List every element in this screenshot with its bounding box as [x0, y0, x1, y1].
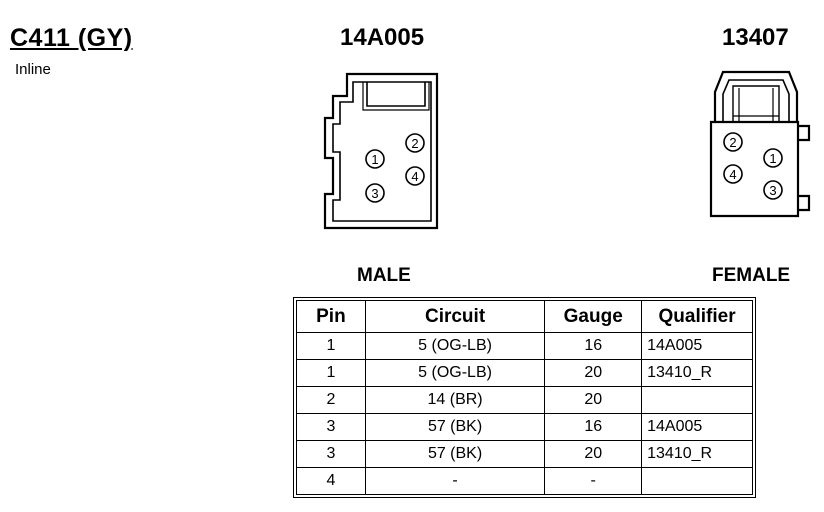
female-pin-2: 2 [723, 132, 743, 152]
svg-text:2: 2 [729, 135, 736, 150]
svg-text:1: 1 [769, 151, 776, 166]
pinout-table: Pin Circuit Gauge Qualifier 1 5 (OG-LB) … [293, 297, 756, 498]
table-row: 3 57 (BK) 16 14A005 [296, 413, 753, 441]
connector-type-label: Inline [15, 61, 51, 78]
svg-text:3: 3 [769, 183, 776, 198]
male-pin-4: 4 [405, 166, 425, 186]
table-row: 1 5 (OG-LB) 16 14A005 [296, 332, 753, 360]
svg-text:1: 1 [371, 152, 378, 167]
male-pin-3: 3 [365, 183, 385, 203]
female-pin-4: 4 [723, 164, 743, 184]
female-connector-diagram: 2 1 4 3 [709, 70, 811, 218]
svg-text:4: 4 [411, 169, 418, 184]
svg-text:3: 3 [371, 186, 378, 201]
svg-text:4: 4 [729, 167, 736, 182]
header-gauge: Gauge [544, 300, 643, 333]
cell-pin: 3 [296, 413, 366, 441]
cell-circuit: 5 (OG-LB) [364, 332, 546, 360]
table-header-row: Pin Circuit Gauge Qualifier [296, 300, 753, 333]
cell-qualifier: 14A005 [641, 413, 753, 441]
cell-pin: 2 [296, 386, 366, 414]
header-qualifier: Qualifier [641, 300, 753, 333]
cell-gauge: 20 [544, 386, 643, 414]
header-circuit: Circuit [364, 300, 546, 333]
header-pin: Pin [296, 300, 366, 333]
female-pin-1: 1 [763, 148, 783, 168]
cell-circuit: 5 (OG-LB) [364, 359, 546, 387]
cell-circuit: - [364, 467, 546, 495]
table-row: 3 57 (BK) 20 13410_R [296, 440, 753, 468]
male-gender-label: MALE [357, 265, 411, 286]
cell-pin: 3 [296, 440, 366, 468]
cell-pin: 1 [296, 332, 366, 360]
male-pin-2: 2 [405, 133, 425, 153]
male-connector-diagram: 1 2 3 4 [323, 72, 439, 230]
svg-text:2: 2 [411, 136, 418, 151]
cell-qualifier: 13410_R [641, 359, 753, 387]
cell-pin: 4 [296, 467, 366, 495]
cell-circuit: 57 (BK) [364, 440, 546, 468]
connector-id-title: C411 (GY) [10, 24, 133, 52]
female-part-number: 13407 [722, 24, 789, 51]
female-gender-label: FEMALE [712, 265, 791, 286]
cell-circuit: 14 (BR) [364, 386, 546, 414]
male-part-number: 14A005 [340, 24, 425, 51]
cell-pin: 1 [296, 359, 366, 387]
cell-qualifier: 14A005 [641, 332, 753, 360]
cell-gauge: 16 [544, 413, 643, 441]
cell-qualifier: 13410_R [641, 440, 753, 468]
cell-qualifier [641, 467, 753, 495]
table-row: 1 5 (OG-LB) 20 13410_R [296, 359, 753, 387]
table-row: 2 14 (BR) 20 [296, 386, 753, 414]
cell-gauge: 20 [544, 440, 643, 468]
cell-circuit: 57 (BK) [364, 413, 546, 441]
male-pin-1: 1 [365, 149, 385, 169]
cell-gauge: - [544, 467, 643, 495]
cell-gauge: 16 [544, 332, 643, 360]
cell-qualifier [641, 386, 753, 414]
female-pin-3: 3 [763, 180, 783, 200]
table-row: 4 - - [296, 467, 753, 495]
cell-gauge: 20 [544, 359, 643, 387]
